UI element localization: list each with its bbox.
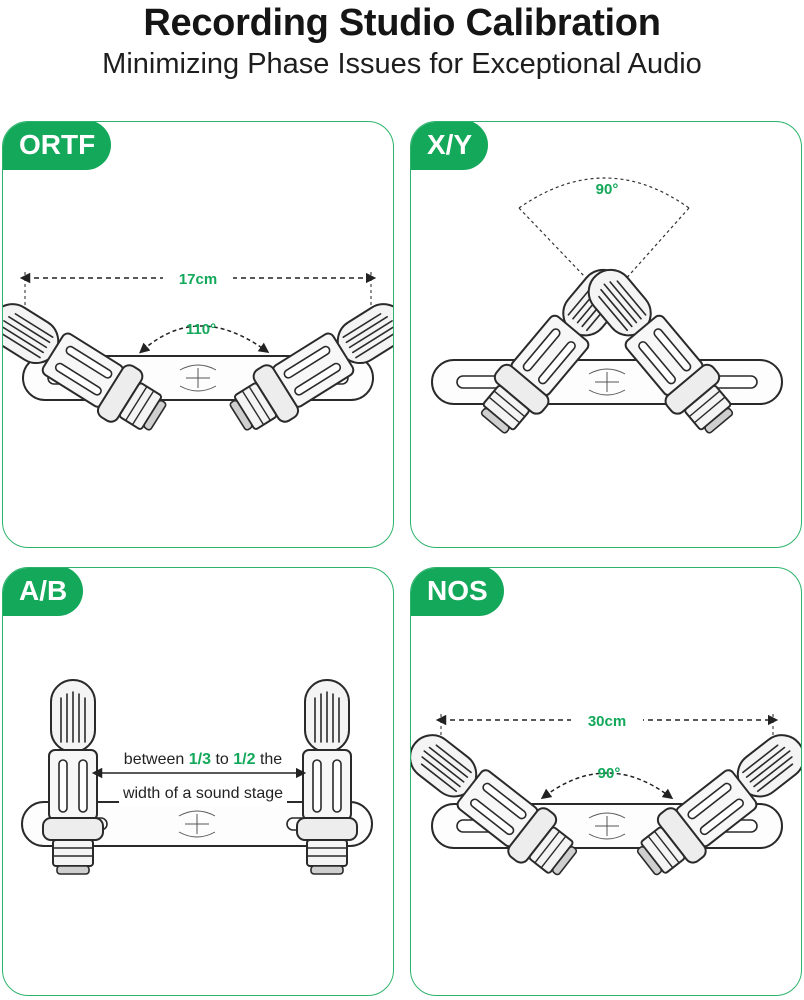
page-title: Recording Studio Calibration — [143, 2, 661, 44]
page-subtitle: Minimizing Phase Issues for Exceptional … — [102, 48, 702, 80]
xy-diagram: 90° — [431, 177, 783, 444]
ab-left-mic — [42, 679, 104, 875]
ab-note-fraction1: 1/3 — [188, 751, 211, 768]
ortf-angle-arc — [139, 325, 270, 354]
xy-angle-arc — [518, 177, 690, 209]
nos-diagram: 30cm 90° — [411, 709, 801, 888]
ab-panel: between 1/3 to 1/2 the width of a sound … — [2, 567, 394, 996]
nos-distance-label: 30cm — [588, 713, 626, 730]
ab-right-mic — [296, 679, 358, 875]
nos-panel: 30cm 90° NOS — [410, 567, 802, 996]
ab-note-part3: the — [259, 751, 283, 768]
ortf-distance-label: 17cm — [179, 271, 217, 288]
ab-note-fraction2: 1/2 — [233, 751, 256, 768]
ab-note: between 1/3 to 1/2 the width of a sound … — [103, 748, 303, 806]
xy-right-mic — [572, 254, 746, 444]
xy-tag: X/Y — [411, 122, 489, 170]
xy-stereo-bar — [431, 359, 783, 405]
ortf-diagram: 17cm 110° — [3, 267, 393, 444]
xy-angle-label: 90° — [596, 181, 619, 198]
ab-tag: A/B — [3, 568, 84, 616]
nos-tag: NOS — [411, 568, 504, 616]
ortf-angle-label: 110° — [186, 321, 216, 338]
ortf-tag: ORTF — [3, 122, 112, 170]
nos-angle-arc — [540, 772, 674, 800]
ab-note-line2: width of a sound stage — [118, 782, 288, 806]
ab-note-part1: between — [123, 751, 185, 768]
ab-note-part2: to — [215, 751, 229, 768]
nos-angle-label: 90° — [598, 765, 621, 782]
ab-diagram — [21, 679, 373, 875]
ortf-panel: 17cm 110° ORTF — [2, 121, 394, 548]
xy-panel: 90° X/Y — [410, 121, 802, 548]
